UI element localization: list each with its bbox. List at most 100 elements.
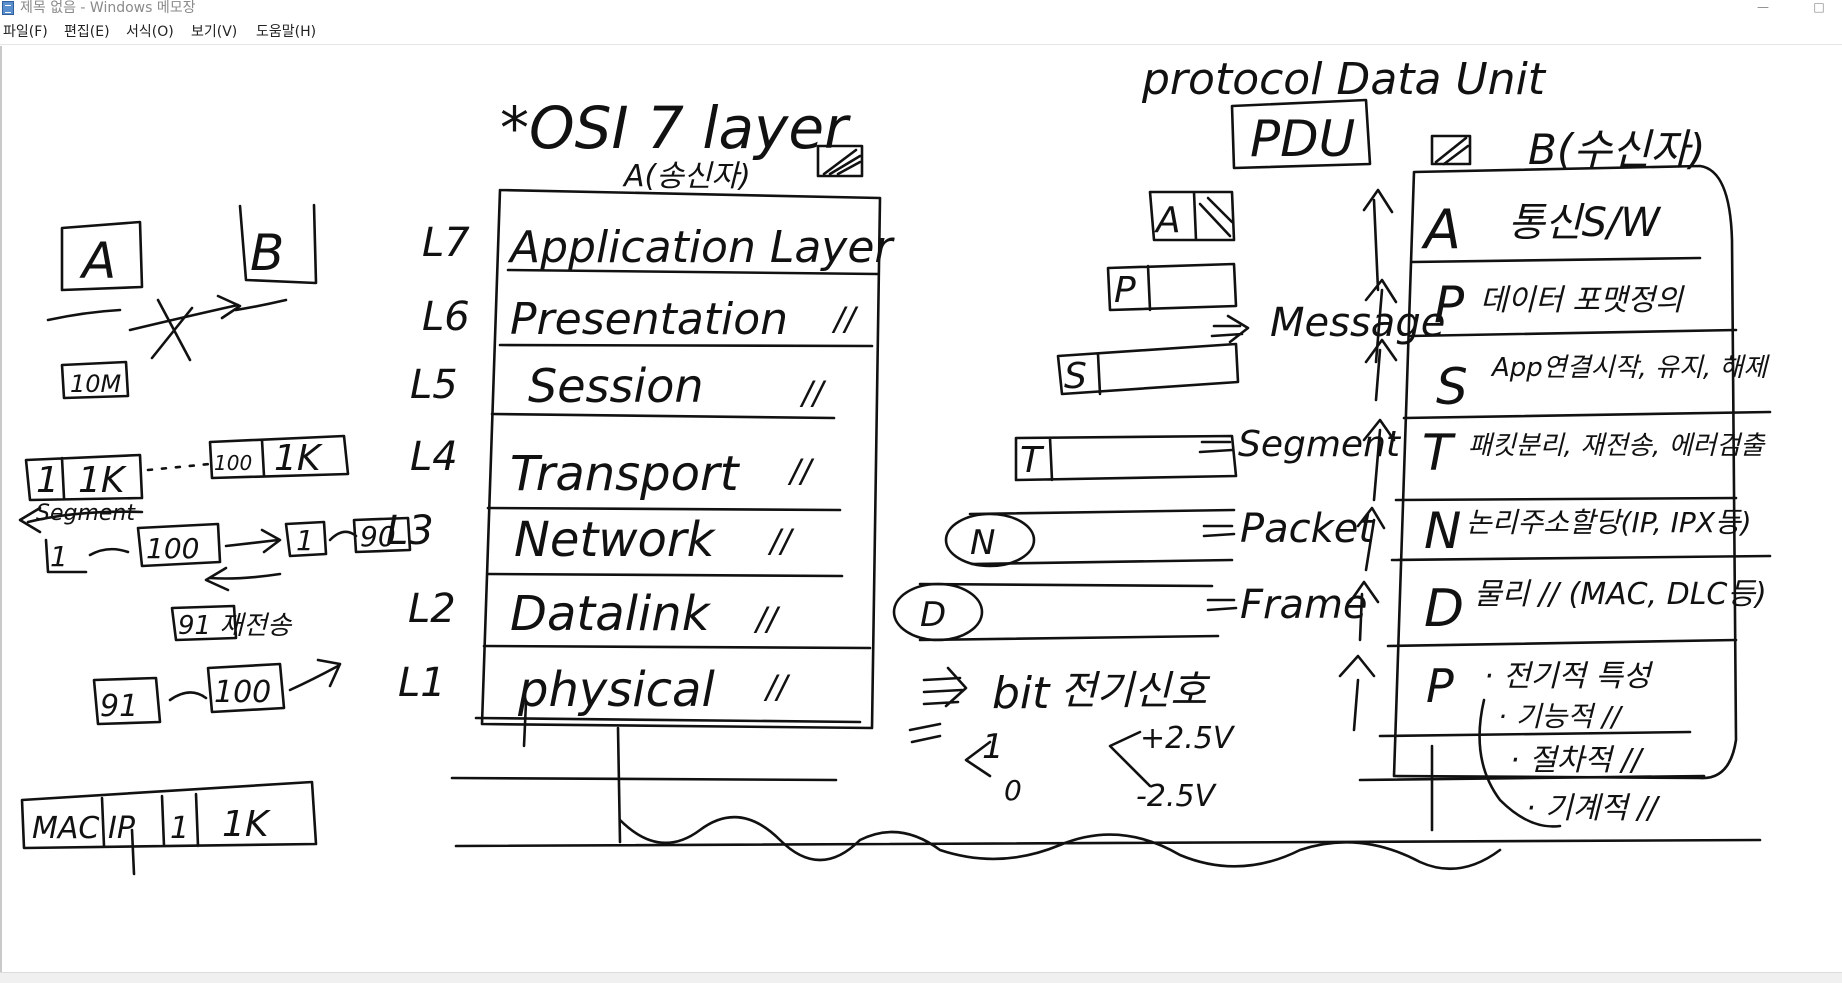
osi-diagram: *OSI 7 layer A(송신자) L7 Application Layer… — [386, 94, 1762, 871]
voltage-bracket — [1108, 730, 1152, 788]
pdu-box — [1230, 98, 1372, 170]
resend-arrow — [288, 658, 342, 692]
recv-d-letter: D — [1424, 579, 1464, 639]
bit-arrow — [922, 666, 968, 708]
up-arrow-4 — [1362, 418, 1396, 502]
maximize-button[interactable]: □ — [1813, 0, 1825, 14]
frame-arrow — [1206, 598, 1238, 612]
link-arrow — [128, 294, 242, 332]
hatch-a — [822, 148, 862, 176]
up-arrow-1 — [1362, 188, 1394, 292]
back-arrow — [204, 566, 282, 592]
retransmit-label: 91 재전송 — [178, 611, 293, 641]
resend-box-91 — [92, 676, 162, 726]
pdu-voltage-low: -2.5V — [1136, 779, 1218, 814]
pdu-header-t — [1014, 434, 1238, 482]
recv-t-letter: T — [1422, 424, 1456, 482]
window-title: 제목 없음 - Windows 메모장 — [20, 0, 196, 16]
layer-l1-name: physical — [517, 662, 715, 718]
medium-lines — [450, 776, 1762, 848]
bit-marks — [908, 722, 992, 778]
packet-arrow — [1202, 524, 1236, 538]
layer-l5-mark: // — [799, 374, 827, 412]
hatch-b — [1434, 136, 1470, 166]
resend-box-100 — [206, 662, 286, 714]
frame-ip: IP — [108, 811, 136, 846]
status-bar — [0, 972, 1842, 983]
receiver-layer-lines — [1358, 256, 1772, 782]
layer-l4-name: Transport — [510, 446, 741, 502]
layer-l5-name: Session — [528, 359, 704, 413]
host-a-label: A — [79, 232, 116, 290]
host-b-label: B — [250, 224, 284, 282]
segment-note: Segment — [36, 501, 136, 526]
seq-90: 90 — [360, 520, 396, 553]
recv-ph-desc-2: · 기능적 // — [1498, 700, 1623, 733]
osi-layer-lines — [474, 268, 880, 724]
pdu-unit-segment: Segment — [1238, 424, 1402, 465]
seq-1: 1 — [50, 540, 68, 573]
pdu-letter-s: S — [1064, 356, 1087, 397]
pdu-abbr: PDU — [1250, 110, 1355, 168]
segment-arrow — [18, 506, 144, 534]
pdu-unit-message: Message — [1270, 300, 1445, 346]
recv-s-letter: S — [1436, 358, 1468, 416]
host-a-box — [60, 220, 144, 292]
menu-view[interactable]: 보기(V) — [191, 24, 238, 40]
hatched-box-a — [816, 144, 864, 178]
editor-textarea[interactable] — [2, 46, 1842, 972]
seg-right-2: 1K — [274, 438, 323, 479]
seq-100: 100 — [146, 532, 199, 565]
frame-tail — [130, 828, 136, 876]
pdu-hatch-a — [1198, 196, 1234, 238]
host-b-base — [234, 298, 288, 312]
osi-physical-tails — [522, 700, 622, 844]
pdu-unit-frame: Frame — [1240, 582, 1368, 628]
title-bar: 제목 없음 - Windows 메모장 — □ — [0, 0, 1842, 18]
sender-label: A(송신자) — [622, 159, 751, 194]
minimize-button[interactable]: — — [1757, 0, 1769, 14]
segment-dots — [146, 462, 212, 472]
seq-tilde-2 — [328, 530, 358, 542]
menu-file[interactable]: 파일(F) — [3, 24, 48, 40]
layer-l2-name: Datalink — [510, 586, 712, 642]
host-a-base — [46, 308, 122, 322]
host-b-box — [238, 203, 318, 285]
up-arrow-5 — [1356, 506, 1386, 572]
layer-l6-name: Presentation — [510, 294, 788, 345]
recv-ph-desc-3: · 절차적 // — [1510, 743, 1645, 778]
notepad-icon — [2, 1, 14, 15]
resend-from: 91 — [100, 689, 138, 724]
retransmit-box — [170, 604, 238, 642]
seq-arrow — [224, 528, 282, 554]
recv-n-desc: 논리주소할당(IP, IPX등) — [1466, 506, 1752, 539]
pdu-bit-zero: 0 — [1004, 774, 1022, 807]
pdu-letter-t: T — [1020, 440, 1045, 481]
message-arrow — [1210, 314, 1250, 344]
layer-l1-mark: // — [763, 668, 791, 706]
menu-help[interactable]: 도움말(H) — [256, 24, 317, 40]
pdu-diagram: protocol Data Unit PDU A P S T N D Messa… — [892, 54, 1547, 814]
seq-box-90 — [352, 516, 412, 554]
menu-format[interactable]: 서식(O) — [126, 24, 174, 40]
bandwidth-label: 10M — [70, 370, 122, 398]
pdu-voltage-high: +2.5V — [1140, 721, 1236, 756]
recv-ph-desc-4: · 기계적 // — [1526, 791, 1661, 826]
layer-l3-name: Network — [514, 512, 717, 568]
pdu-letter-n: N — [970, 523, 995, 563]
pdu-unit-packet: Packet — [1240, 506, 1375, 552]
menu-edit[interactable]: 편집(E) — [64, 24, 110, 40]
seq-box-next — [284, 520, 328, 558]
seq-box-100 — [136, 522, 222, 568]
frame-1k: 1K — [222, 804, 271, 845]
receiver-diagram: B(수신자) A 통신S/W P 데이터 포맷정의 S App연결시작, 유지,… — [1338, 125, 1772, 832]
pdu-letter-d: D — [920, 595, 946, 635]
pdu-packet-body — [968, 508, 1236, 566]
host-diagram: A B 10M 1 1K 100 1K Segment 1 100 1 90 9… — [18, 203, 412, 876]
layer-l6-mark: // — [831, 300, 859, 338]
up-arrow-3 — [1364, 338, 1398, 402]
seq-next: 1 — [296, 524, 314, 557]
seq-tilde — [88, 547, 130, 557]
editor-area[interactable] — [0, 46, 1842, 972]
